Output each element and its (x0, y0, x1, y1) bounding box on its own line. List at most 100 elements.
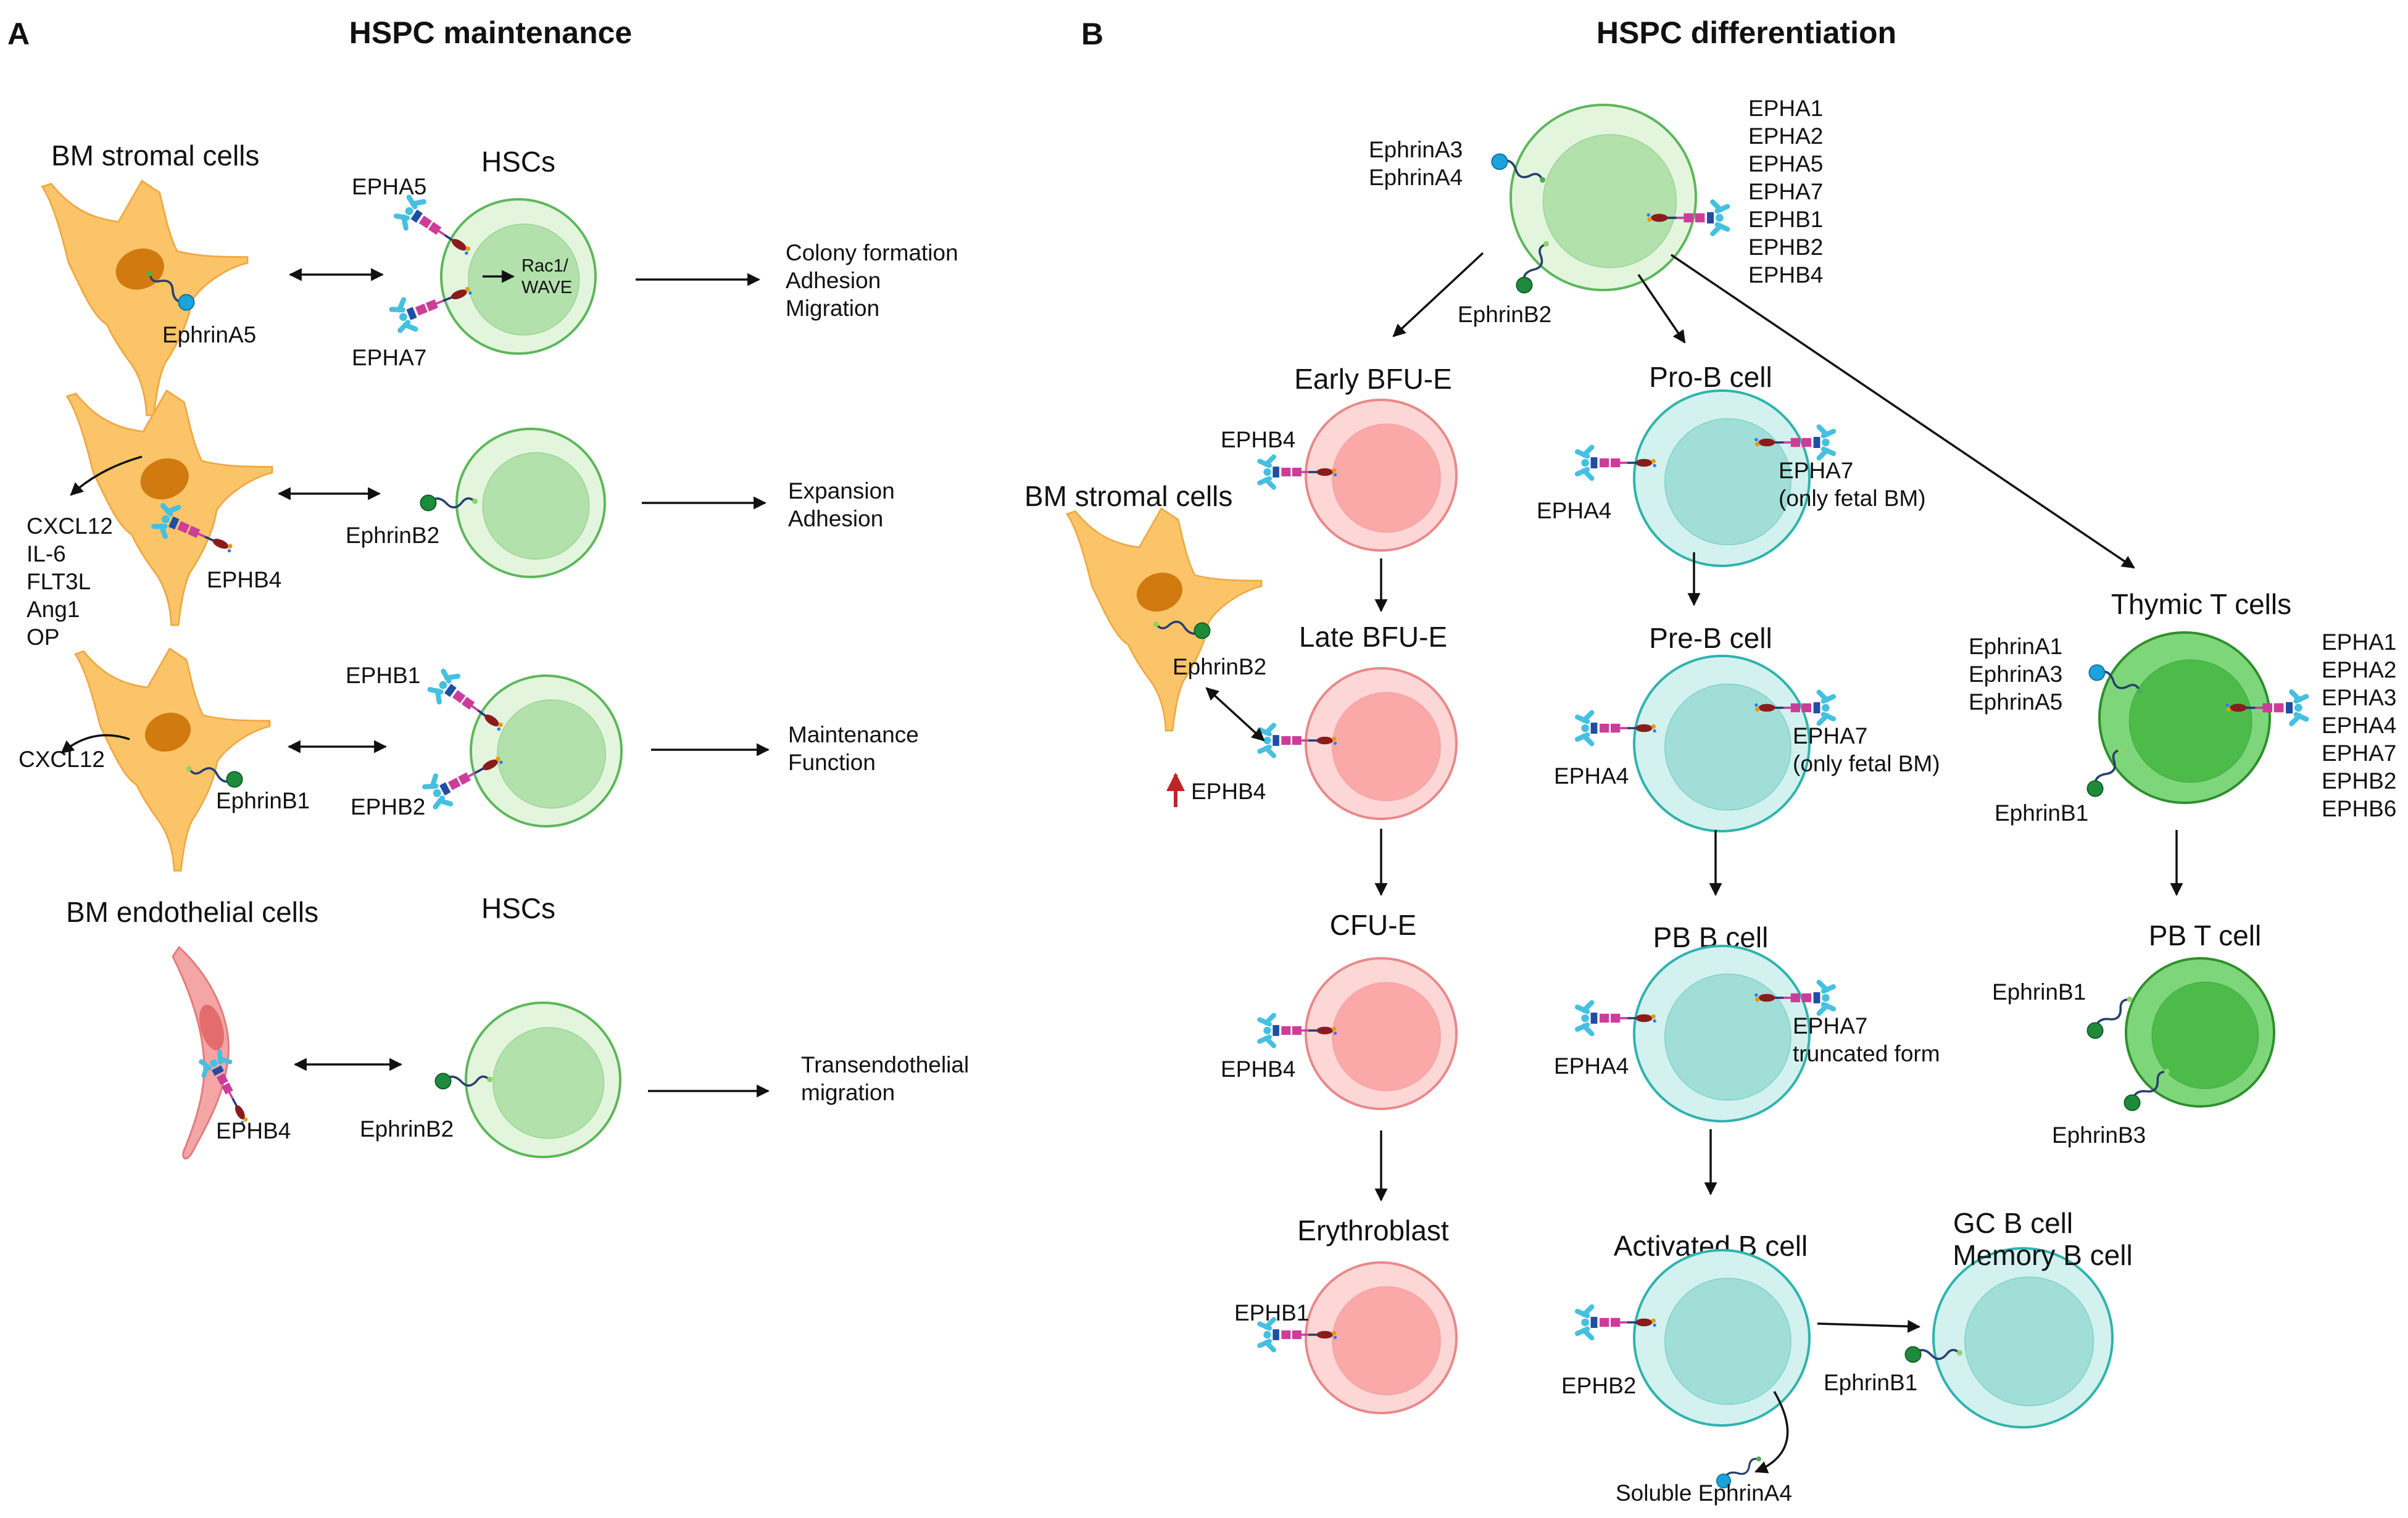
thymic-receptor-label: EPHA2 (2322, 657, 2396, 682)
thymic-ligand-bottom-label: EphrinB1 (1995, 800, 2088, 826)
row4-hsc-label: HSCs (481, 892, 555, 924)
row1-outcome: Colony formation (786, 240, 958, 265)
row2-secreted-factor: FLT3L (27, 569, 91, 594)
erythroid-receptor-label-0: EPHB4 (1221, 427, 1295, 452)
thymic-receptor-label: EPHA7 (2322, 740, 2396, 766)
bcell-left-label-3: EPHB2 (1561, 1373, 1636, 1398)
erythroid-receptor-label-3: EPHB1 (1234, 1300, 1309, 1325)
row1-outcome: Migration (786, 296, 879, 321)
bcell-right-label-2: EPHA7 (1793, 1013, 1867, 1039)
bcell-0-nucleus (1664, 418, 1791, 545)
thymic-receptor-label: EPHA1 (2322, 629, 2396, 655)
row2-secreted-factor: CXCL12 (27, 513, 113, 539)
erythroid-stage-label: Early BFU-E (1294, 363, 1452, 395)
bcell-right-note-2: truncated form (1793, 1041, 1940, 1066)
top-to-bfu-arrow (1392, 252, 1484, 338)
top-ligand: EphrinA4 (1369, 165, 1463, 190)
top-receptor-label: EPHB2 (1748, 234, 1823, 260)
row3-receptor-bottom-label: EPHB2 (351, 794, 425, 819)
row4-endothelial-nucleus (199, 1005, 224, 1050)
top-ligand: EphrinA3 (1369, 137, 1463, 162)
top-receptor-label: EPHB1 (1748, 207, 1823, 232)
bcell-right-label-0: EPHA7 (1779, 458, 1853, 483)
row2-secreted-factor: OP (27, 624, 59, 650)
thymic-receptor-label: EPHA4 (2322, 713, 2396, 738)
row4-outcome: Transendothelial (801, 1052, 969, 1077)
row1-outcome: Adhesion (786, 268, 881, 293)
pb-t-cell-nucleus (2151, 981, 2259, 1089)
gc-memory-b-cell-nucleus (1964, 1276, 2095, 1406)
panel-b-title: HSPC differentiation (1596, 15, 1896, 50)
thymic-ligand: EphrinA1 (1969, 634, 2062, 659)
row1-stromal-label: BM stromal cells (51, 139, 259, 172)
bcell-stage-label: Pre-B cell (1649, 622, 1772, 654)
thymic-receptor-label: EPHB6 (2322, 796, 2396, 821)
soluble-label: Soluble EphrinA4 (1616, 1480, 1792, 1506)
top-to-prob-arrow (1637, 274, 1686, 344)
thymic-label: Thymic T cells (2111, 588, 2291, 620)
upregulation-label: EPHB4 (1191, 779, 1266, 804)
thymic-ligand: EphrinA3 (1969, 662, 2062, 687)
erythroid-stage-label: CFU-E (1330, 909, 1417, 941)
memory-label: Memory B cell (1953, 1239, 2132, 1271)
hspc-top-nucleus (1542, 134, 1677, 268)
row1-receptor-bottom-label: EPHA7 (352, 345, 426, 370)
row4-hsc-nucleus (492, 1027, 605, 1139)
bcell-2-nucleus (1664, 973, 1791, 1101)
erythroid-cell-0-nucleus (1331, 423, 1442, 533)
stromal-bfu-interaction (1205, 687, 1265, 742)
gc-ligand-label: EphrinB1 (1824, 1370, 1917, 1395)
top-receptor-label: EPHA2 (1748, 123, 1823, 149)
erythroid-stromal-ligand-label: EphrinB2 (1173, 654, 1266, 679)
bcell-stage-label: Pro-B cell (1649, 361, 1772, 393)
bcell-left-label-0: EPHA4 (1537, 498, 1611, 523)
pb-t-label: PB T cell (2149, 919, 2261, 952)
soluble-release-arrow (1754, 1391, 1789, 1474)
erythroid-stage-label: Erythroblast (1297, 1214, 1449, 1246)
activated-to-gc-arrow (1817, 1319, 1921, 1333)
thymic-receptor-label: EPHB2 (2322, 768, 2396, 794)
erythroid-stromal-cell (1066, 507, 1263, 732)
row2-outcome: Adhesion (788, 506, 883, 531)
bcell-1-nucleus (1664, 683, 1791, 811)
top-receptor-label: EPHA1 (1748, 96, 1823, 121)
pbt-ligand-top-label: EphrinB1 (1992, 979, 2086, 1005)
row1-hsc-nucleus (468, 223, 580, 336)
row1-signal-wave: WAVE (521, 278, 572, 297)
row4-endothelial-cell (172, 945, 230, 1159)
row3-outcome: Maintenance (788, 722, 919, 747)
erythroid-stromal-label: BM stromal cells (1024, 480, 1232, 512)
row2-secreted-factor: Ang1 (27, 597, 80, 622)
row3-secreted-factor: CXCL12 (19, 747, 105, 772)
pbt-ligand-bottom-label: EphrinB3 (2052, 1122, 2146, 1148)
row3-receptor-top-label: EPHB1 (346, 663, 420, 688)
row3-outcome: Function (788, 750, 876, 775)
erythroid-receptor-label-2: EPHB4 (1221, 1056, 1295, 1082)
top-receptor-label: EPHB4 (1748, 262, 1823, 288)
row1-ligand-label: EphrinA5 (162, 322, 256, 347)
panel-b-letter: B (1081, 17, 1103, 51)
row1-hsc-label: HSCs (481, 146, 555, 178)
row4-outcome: migration (801, 1080, 895, 1105)
thymic-t-cell-nucleus (2128, 659, 2252, 783)
row4-receptor-label: EPHB4 (216, 1118, 291, 1143)
top-receptor-label: EPHA5 (1748, 151, 1823, 176)
panel-a-letter: A (7, 17, 30, 51)
bcell-left-label-1: EPHA4 (1554, 763, 1629, 789)
row3-ligand-label: EphrinB1 (216, 788, 310, 813)
row2-hsc-nucleus (482, 452, 590, 560)
bcell-right-note-0: (only fetal BM) (1779, 486, 1926, 511)
row1-receptor-top-label: EPHA5 (352, 174, 426, 199)
bcell-3-nucleus (1664, 1277, 1791, 1405)
row4-endothelial-label: BM endothelial cells (66, 896, 318, 928)
erythroid-cell-3-nucleus (1331, 1286, 1442, 1396)
gc-label: GC B cell (1953, 1207, 2073, 1239)
row3-hsc-nucleus (496, 699, 607, 809)
bcell-right-label-1: EPHA7 (1793, 723, 1867, 749)
top-receptor-label: EPHA7 (1748, 179, 1823, 204)
top-ligand-bottom-label: EphrinB2 (1458, 302, 1551, 327)
bcell-right-note-1: (only fetal BM) (1793, 751, 1940, 776)
row3-secretion-arrow (60, 734, 130, 754)
row1-signal-rac1: Rac1/ (521, 256, 569, 276)
